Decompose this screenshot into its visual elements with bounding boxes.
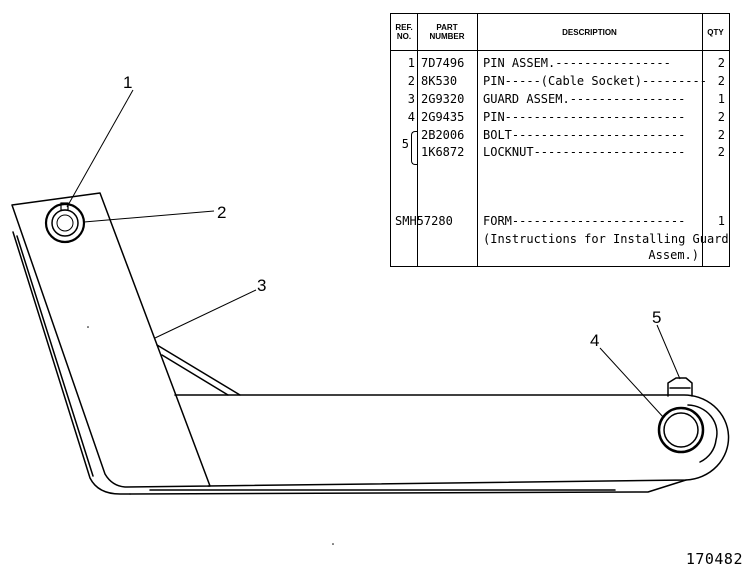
- header-description: DESCRIPTION: [562, 27, 617, 37]
- guard-back-plate: [12, 231, 131, 495]
- table-row: 3 2G9320 GUARD ASSEM.---------------- 1: [407, 92, 725, 106]
- pin-assembly-upper: [44, 202, 86, 244]
- header-part-number: PART NUMBER: [429, 23, 465, 41]
- guard-horizontal-arm-lower-edge: [129, 479, 687, 495]
- callout-4: 4: [590, 331, 599, 350]
- table-row: 2 8K530 PIN-----(Cable Socket)--------- …: [407, 74, 725, 88]
- guard-horizontal-arm: [174, 394, 730, 487]
- header-qty: QTY: [707, 27, 724, 37]
- guard-diagonal-brace: [156, 344, 241, 396]
- guard-vertical-arm: [11, 192, 211, 488]
- guard-back-plate-edge: [16, 235, 94, 477]
- table-row: 4 2G9435 PIN------------------------- 2: [407, 110, 725, 124]
- guard-end-boss: [687, 404, 718, 463]
- header-ref-no: REF. NO.: [395, 23, 413, 41]
- table-row: (Instructions for Installing Guard: [483, 232, 729, 246]
- leader-line-2: [83, 210, 215, 223]
- table-row: 5 2B2006 BOLT------------------------ 2: [401, 128, 725, 151]
- callout-5: 5: [652, 308, 661, 327]
- figure-number: 170482: [685, 550, 743, 568]
- table-row: SMH57280 FORM------------------------ 1: [395, 214, 725, 228]
- callout-1: 1: [123, 73, 132, 92]
- table-row: 1K6872 LOCKNUT--------------------- 2: [421, 145, 725, 159]
- bolt-locknut: [667, 377, 693, 397]
- pin-lower-right: [657, 406, 705, 454]
- guard-diagonal-brace-inner: [161, 354, 229, 396]
- callout-2: 2: [217, 203, 226, 222]
- leader-line-4: [599, 347, 665, 419]
- callout-3: 3: [257, 276, 266, 295]
- leader-line-3: [154, 289, 257, 339]
- table-row: Assem.): [648, 248, 699, 262]
- leader-line-1: [66, 89, 134, 208]
- ref-5-brace: [411, 131, 417, 165]
- leader-line-5: [656, 324, 681, 380]
- table-row: 1 7D7496 PIN ASSEM.---------------- 2: [407, 56, 725, 70]
- parts-list-table: REF. NO. PART NUMBER DESCRIPTION QTY 1 7…: [390, 13, 730, 267]
